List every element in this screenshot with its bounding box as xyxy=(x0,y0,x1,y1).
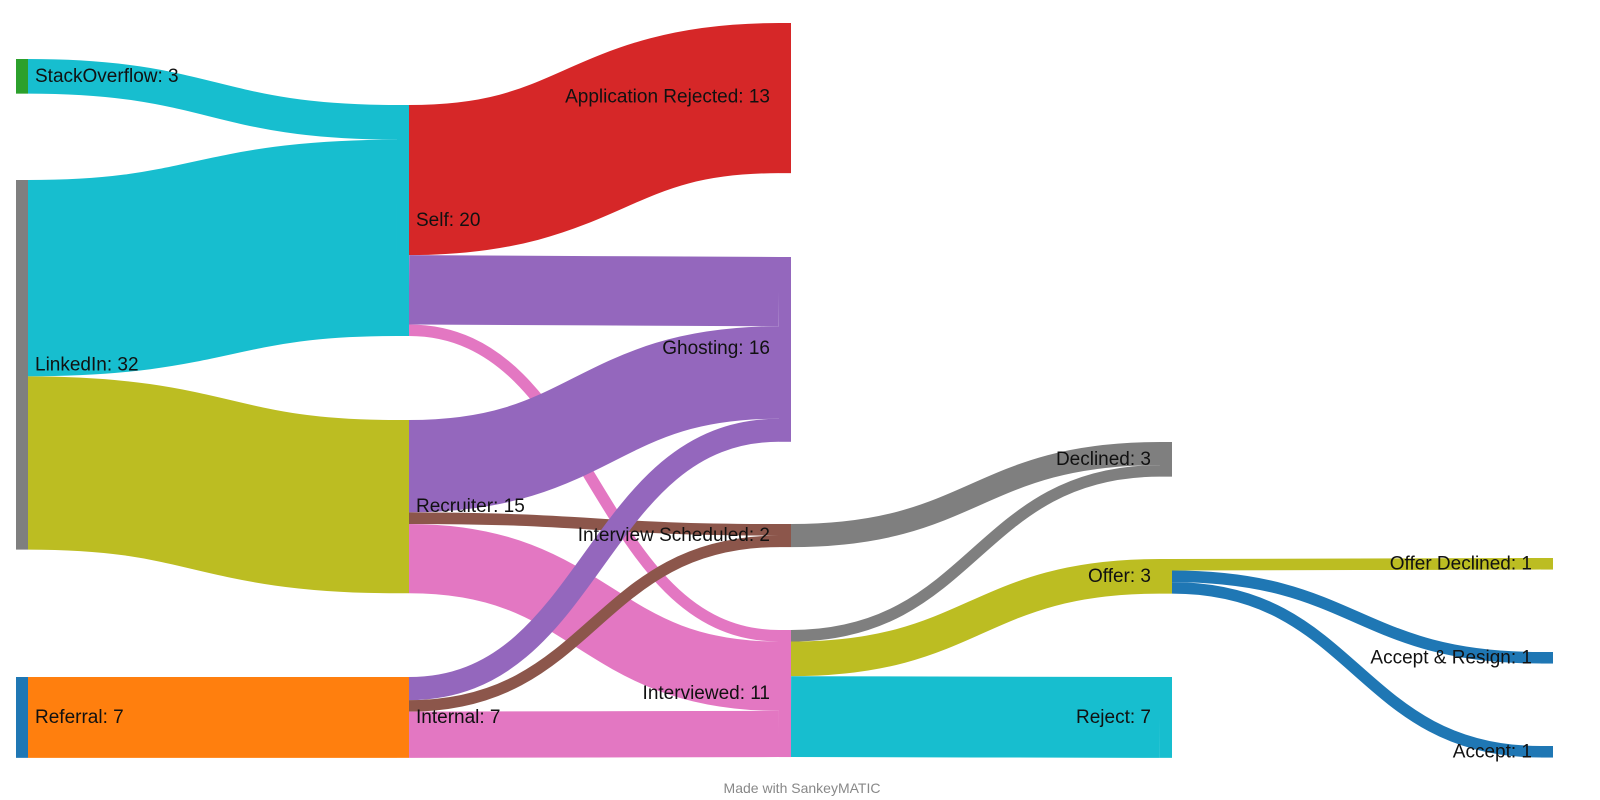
node-label-reject: Reject: 7 xyxy=(1076,707,1151,728)
flow-offer-to-accept xyxy=(1171,582,1542,758)
blue-node-bar xyxy=(16,677,28,758)
blue-node-bar xyxy=(1541,652,1553,664)
flow-linkedin-to-recruiter xyxy=(27,376,398,594)
orange-node-bar xyxy=(397,677,409,758)
flow-interview_scheduled-to-declined xyxy=(790,442,1161,548)
purple-node-bar xyxy=(779,257,791,442)
flow-internal-to-ghosting xyxy=(408,418,780,701)
flow-links xyxy=(27,23,1542,758)
flow-self-to-interviewed xyxy=(408,324,780,642)
flow-internal-to-interview_scheduled xyxy=(408,535,780,712)
node-label-linkedin: LinkedIn: 32 xyxy=(35,354,139,375)
node-label-application-rejected: Application Rejected: 13 xyxy=(565,87,770,108)
flow-recruiter-to-interview_scheduled xyxy=(408,512,780,536)
node-label-offer-declined: Offer Declined: 1 xyxy=(1390,553,1532,574)
flow-offer-to-accept_resign xyxy=(1171,570,1542,664)
olive-node-bar xyxy=(1541,558,1553,570)
flow-offer-to-offer_declined xyxy=(1171,558,1542,571)
flow-self-to-application_rejected xyxy=(407,23,781,256)
red-node-bar xyxy=(779,23,791,174)
blue-node-bar xyxy=(1541,746,1553,758)
flow-interviewed-to-offer xyxy=(790,559,1161,677)
green-node-bar xyxy=(16,59,28,94)
flow-interviewed-to-reject xyxy=(790,676,1161,758)
node-label-declined: Declined: 3 xyxy=(1056,449,1151,470)
node-label-accept: Accept: 1 xyxy=(1453,741,1532,762)
node-label-offer: Offer: 3 xyxy=(1088,566,1151,587)
brown-node-bar xyxy=(779,524,791,548)
node-label-internal: Internal: 7 xyxy=(416,707,501,728)
node-label-accept-resign: Accept & Resign: 1 xyxy=(1370,647,1532,668)
credit-text: Made with SankeyMATIC xyxy=(724,780,881,796)
grey-node-bar xyxy=(1160,442,1172,477)
node-label-self: Self: 20 xyxy=(416,210,480,231)
pink-node-bar xyxy=(779,630,791,758)
cyan-node-bar xyxy=(1160,677,1172,758)
node-label-recruiter: Recruiter: 15 xyxy=(416,496,525,517)
node-label-interview-scheduled: Interview Scheduled: 2 xyxy=(578,525,770,546)
node-labels: StackOverflow: 3 LinkedIn: 32 Referral: 7 S… xyxy=(35,66,1532,762)
flow-nodes xyxy=(16,23,1553,758)
node-label-referral: Referral: 7 xyxy=(35,707,124,728)
node-label-interviewed: Interviewed: 11 xyxy=(643,683,770,704)
flow-recruiter-to-ghosting xyxy=(408,326,780,513)
flow-internal-to-interviewed xyxy=(408,710,780,758)
cyan-node-bar xyxy=(397,105,409,336)
flow-interviewed-to-declined xyxy=(790,465,1161,642)
flow-stackoverflow-to-self xyxy=(27,59,398,140)
olive-node-bar xyxy=(397,420,409,594)
node-label-ghosting: Ghosting: 16 xyxy=(662,338,770,359)
olive-node-bar xyxy=(1160,559,1172,594)
node-label-stackoverflow: StackOverflow: 3 xyxy=(35,66,179,87)
grey-node-bar xyxy=(16,180,28,550)
flow-self-to-ghosting xyxy=(408,255,780,327)
flow-linkedin-to-self xyxy=(27,139,398,377)
